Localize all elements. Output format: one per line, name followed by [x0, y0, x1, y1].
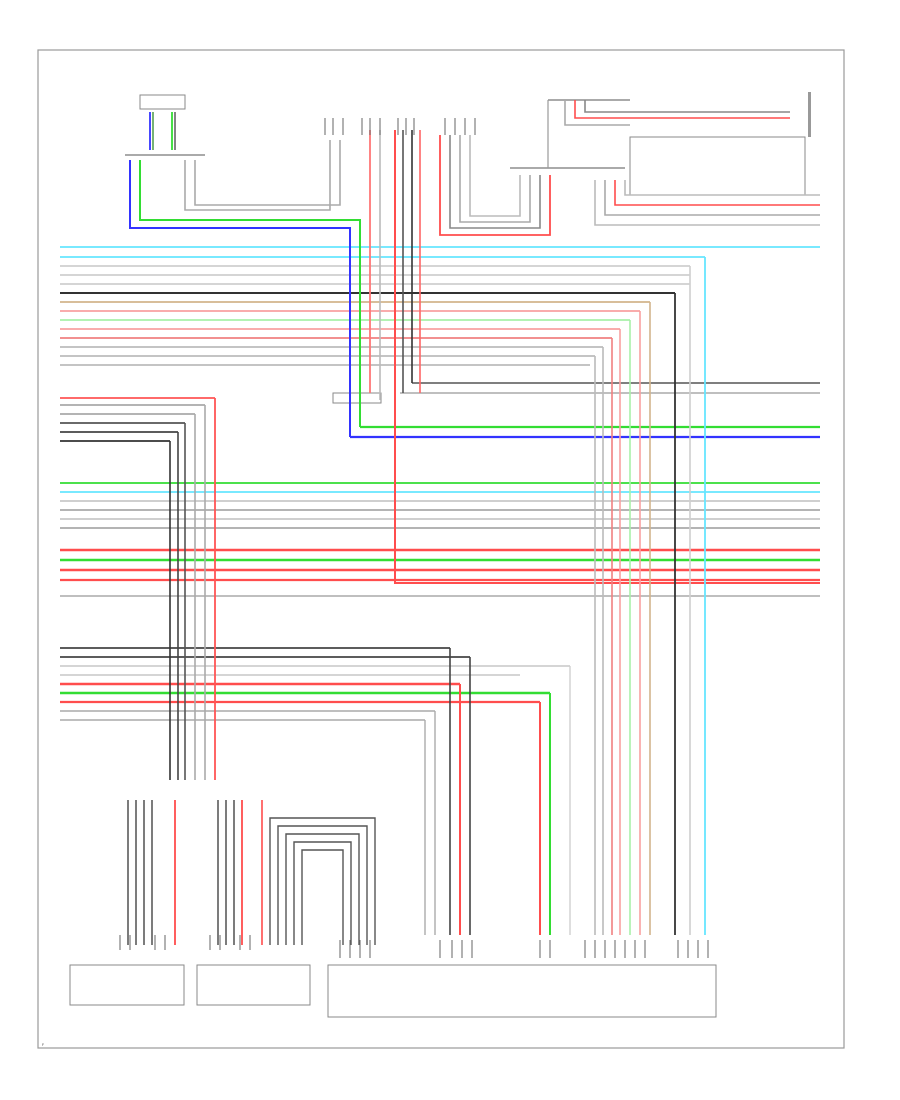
component-box-top-left: [139, 94, 186, 110]
horizontal-wires: [60, 246, 820, 721]
component-box-main-unit: [327, 964, 717, 1018]
component-box-left: [69, 964, 185, 1006]
junction-box-center: [332, 392, 382, 404]
vertical-wires: [127, 100, 820, 945]
connector-pins: [119, 118, 709, 958]
connector-bars: [125, 99, 630, 169]
component-box-middle: [196, 964, 311, 1006]
diagram-frame: [37, 49, 845, 1049]
edge-pin-markers: [808, 92, 811, 137]
footer-mark: F: [42, 1043, 44, 1047]
component-box-top-right: [629, 136, 806, 196]
component-boxes: [69, 94, 806, 1018]
